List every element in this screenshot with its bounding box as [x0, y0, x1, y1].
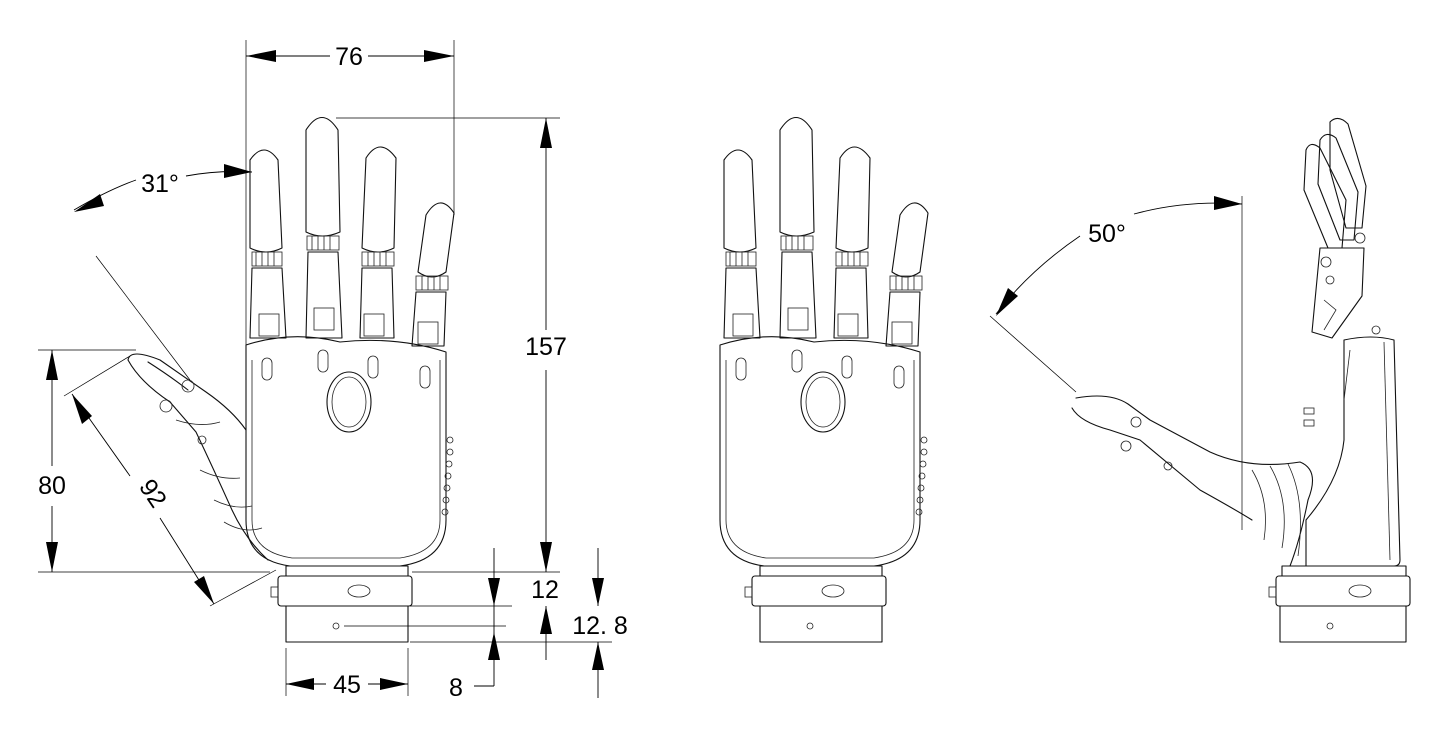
width-top-label: 76: [335, 43, 363, 71]
thumb-length-label: 92: [133, 474, 172, 513]
wrist-height-c-label: 8: [449, 674, 463, 702]
wrist-height-a-label: 12: [531, 576, 559, 604]
wrist-height-b-label: 12. 8: [572, 612, 628, 640]
height-total-label: 157: [525, 333, 567, 361]
side-view: [1071, 117, 1411, 643]
back-view: [719, 116, 929, 643]
wrist-width-label: 45: [333, 671, 361, 699]
dimension-lines: [38, 40, 1243, 698]
thumb-angle-side-label: 50°: [1088, 220, 1126, 248]
thumb-angle-front-label: 31°: [141, 170, 179, 198]
thumb-height-label: 80: [38, 472, 66, 500]
